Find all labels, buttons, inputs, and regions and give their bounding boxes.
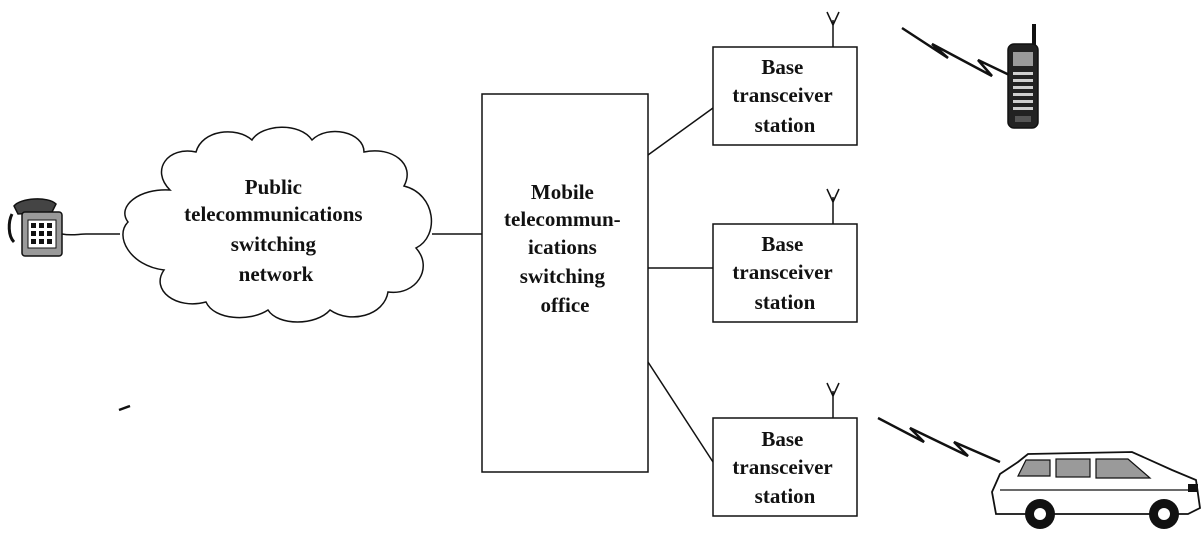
telephone-icon (7, 198, 87, 257)
network-label: Public telecommunications switching netw… (184, 175, 368, 286)
base-station-box (712, 417, 858, 517)
base-station-label: Base transceiver station (732, 232, 837, 314)
antenna-icon (826, 11, 840, 47)
base-station-2: Base transceiver station (712, 188, 858, 323)
base-station-label: Base transceiver station (732, 55, 837, 137)
base-station-box (712, 46, 858, 146)
lightning-bolt-icon (877, 416, 1001, 464)
antenna-icon (826, 382, 840, 418)
cell-phone-icon (1007, 24, 1039, 129)
car-icon (991, 451, 1201, 529)
base-station-box (712, 223, 858, 323)
mtso-to-bts3-line (647, 361, 714, 463)
mtso-label: Mobile telecommun- ications switching of… (504, 180, 626, 317)
base-station-3: Base transceiver station (712, 382, 858, 517)
mtso-box (481, 93, 649, 473)
base-station-1: Base transceiver station (712, 11, 858, 146)
lightning-bolt-icon (901, 26, 1025, 84)
base-station-label: Base transceiver station (732, 427, 837, 508)
mtso-to-bts1-line (647, 107, 714, 156)
antenna-icon (826, 188, 840, 224)
stray-mark (118, 404, 131, 412)
network-cloud (122, 126, 433, 323)
